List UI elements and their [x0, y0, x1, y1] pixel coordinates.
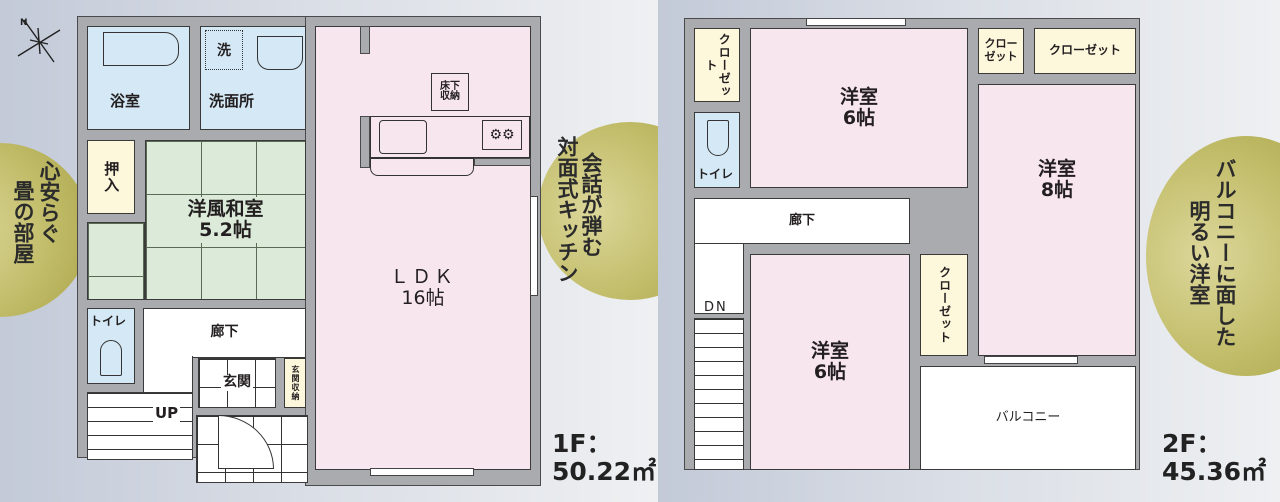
- stove-icon: ⚙⚙: [482, 120, 522, 150]
- kitchen-sink-icon: [379, 120, 427, 154]
- compass-icon: N: [14, 14, 62, 66]
- kitchen-side-wall: [474, 158, 531, 166]
- toilet-icon-2f: [707, 120, 729, 156]
- callout-text-tatami-col1: 心安らぐ: [37, 160, 62, 244]
- callout-text-balcony-col2: 明るい洋室: [1187, 200, 1212, 305]
- room-hallway-2f: 廊下: [694, 198, 910, 244]
- callout-text-balcony-col1: バルコニーに面した: [1213, 158, 1238, 347]
- floor1-area-label: 1F： 50.22㎡: [552, 429, 657, 486]
- window-bedroom-nw: [806, 18, 906, 26]
- kitchen-bar-counter: [370, 158, 474, 176]
- ldk-wall-stub: [360, 26, 370, 54]
- washing-machine-icon: 洗: [205, 30, 243, 70]
- sink-basin-icon: [257, 36, 303, 70]
- room-closet-wide: クローゼット: [1034, 28, 1136, 74]
- stairs-2f: [694, 318, 744, 470]
- stairs-down-label: DN: [704, 300, 728, 315]
- room-hallway-1f: 廊下: [143, 308, 306, 358]
- kitchen-counter: [370, 116, 530, 158]
- floor2-panel: バルコニーに面した 明るい洋室 クローゼット 洋室 6帖 トイレ クローゼット …: [658, 0, 1280, 502]
- stairs-up-label: UP: [153, 404, 181, 422]
- window-ldk-east: [530, 196, 538, 296]
- room-bedroom-nw: 洋室 6帖: [750, 28, 968, 188]
- room-entrance: 玄関: [198, 358, 276, 408]
- callout-text-kitchen-col2: 対面式キッチン: [555, 136, 580, 283]
- room-entrance-storage: 玄関収納: [284, 358, 306, 408]
- svg-text:N: N: [20, 18, 28, 28]
- callout-text-tatami-col2: 畳の部屋: [11, 180, 36, 264]
- window-bedroom-east-south: [984, 356, 1078, 364]
- bathtub-icon: [103, 32, 179, 66]
- room-closet-vertical: クローゼット: [920, 254, 968, 356]
- room-closet-oshiire: 押入: [87, 140, 135, 214]
- window-ldk-south: [370, 468, 474, 476]
- floor1-panel: N 心安らぐ 畳の部屋 会話が弾む 対面式キッチン 浴室 洗面所 洗 押入 洋風…: [0, 0, 658, 502]
- underfloor-storage: 床下収納: [431, 73, 469, 111]
- callout-text-kitchen-col1: 会話が弾む: [579, 152, 604, 257]
- toilet-icon: [100, 340, 122, 376]
- room-balcony: バルコニー: [920, 366, 1136, 470]
- floor2-area-label: 2F： 45.36㎡: [1162, 429, 1267, 486]
- room-bedroom-east: 洋室 8帖: [978, 84, 1136, 356]
- stairs-1f: [87, 392, 193, 460]
- room-ldk: ＬＤＫ 16帖: [315, 26, 531, 470]
- room-closet-small: クローゼット: [978, 28, 1024, 74]
- room-bedroom-sw: 洋室 6帖: [750, 254, 910, 470]
- stairs-2f-landing: [694, 244, 744, 314]
- room-japanese: 洋風和室 5.2帖: [145, 140, 306, 300]
- room-walk-in-closet: クローゼット: [694, 28, 740, 102]
- room-japanese-annex: [87, 222, 145, 300]
- kitchen-back-wall: [360, 116, 370, 168]
